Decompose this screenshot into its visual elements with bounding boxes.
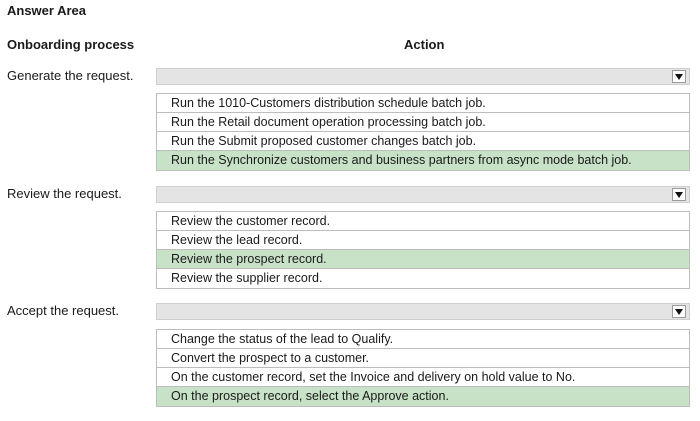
- accept-request-dropdown[interactable]: [156, 303, 690, 320]
- option-item[interactable]: On the customer record, set the Invoice …: [157, 368, 689, 387]
- accept-request-options: Change the status of the lead to Qualify…: [156, 329, 690, 407]
- option-item[interactable]: Run the Submit proposed customer changes…: [157, 132, 689, 151]
- option-item[interactable]: Review the customer record.: [157, 212, 689, 231]
- option-item[interactable]: Review the supplier record.: [171, 271, 323, 285]
- chevron-down-icon[interactable]: [672, 305, 686, 318]
- row-label-generate: Generate the request.: [7, 68, 134, 83]
- generate-request-options: Run the 1010-Customers distribution sche…: [156, 93, 690, 171]
- row-label-review: Review the request.: [7, 186, 122, 201]
- row-label-accept: Accept the request.: [7, 303, 120, 318]
- option-item[interactable]: Review the lead record.: [157, 231, 689, 250]
- option-item-selected[interactable]: Review the prospect record.: [157, 250, 689, 269]
- option-item-selected[interactable]: On the prospect record, select the Appro…: [157, 387, 689, 406]
- review-request-dropdown[interactable]: [156, 186, 690, 203]
- option-item-selected[interactable]: Run the Synchronize customers and busine…: [157, 151, 689, 170]
- answer-area-title: Answer Area: [7, 3, 86, 18]
- chevron-down-icon[interactable]: [672, 188, 686, 201]
- review-request-options: Review the customer record. Review the l…: [156, 211, 690, 289]
- onboarding-process-header: Onboarding process: [7, 37, 135, 52]
- option-item[interactable]: Run the 1010-Customers distribution sche…: [157, 94, 689, 113]
- chevron-down-icon[interactable]: [672, 70, 686, 83]
- action-header: Action: [404, 37, 445, 52]
- generate-request-dropdown[interactable]: [156, 68, 690, 85]
- option-item[interactable]: Change the status of the lead to Qualify…: [157, 330, 689, 349]
- option-item[interactable]: Convert the prospect to a customer.: [157, 349, 689, 368]
- option-item[interactable]: Run the Retail document operation proces…: [157, 113, 689, 132]
